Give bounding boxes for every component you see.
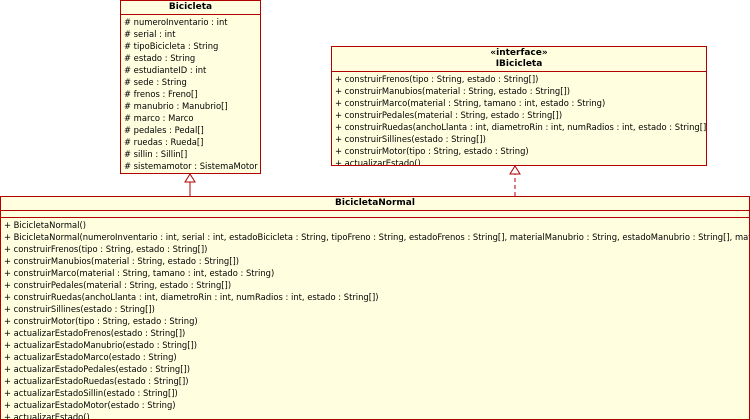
generalization-arrowhead — [184, 173, 196, 183]
operation-row: + actualizarEstado() — [4, 412, 90, 420]
interface-name: IBicicleta — [495, 59, 543, 69]
operation-row: + construirSillines(estado : String[]) — [335, 134, 486, 144]
attribute-list — [1, 211, 749, 218]
class-name: Bicicleta — [121, 1, 260, 15]
operation-row: + construirRuedas(anchoLlanta : int, dia… — [4, 292, 379, 302]
operation-row: + construirFrenos(tipo : String, estado … — [335, 74, 539, 84]
operation-row: + construirManubios(material : String, e… — [4, 256, 239, 266]
attribute-row: # sede : String — [124, 77, 187, 87]
operation-row: + BicicletaNormal(numeroInventario : int… — [4, 232, 750, 242]
operation-row: + construirPedales(material : String, es… — [335, 110, 563, 120]
operation-row: + actualizarEstadoMarco(estado : String) — [4, 352, 177, 362]
attribute-row: # frenos : Freno[] — [124, 89, 198, 99]
operation-row: + actualizarEstadoSillin(estado : String… — [4, 388, 178, 398]
attribute-row: # serial : int — [124, 29, 176, 39]
operation-row: + construirMotor(tipo : String, estado :… — [335, 146, 529, 156]
attribute-list: # numeroInventario : int # serial : int # … — [121, 15, 260, 173]
operation-row: + construirPedales(material : String, es… — [4, 280, 232, 290]
attribute-row: # estudianteID : int — [124, 65, 207, 75]
interface-header: «interface» IBicicleta — [332, 47, 706, 72]
operation-row: + construirMarco(material : String, tama… — [4, 268, 275, 278]
operation-list: + BicicletaNormal() + BicicletaNormal(num… — [1, 218, 750, 420]
attribute-row: # tipoBicicleta : String — [124, 41, 219, 51]
realization-arrowhead — [509, 165, 521, 175]
class-name: BicicletaNormal — [1, 197, 749, 211]
operation-row: + actualizarEstadoManubrio(estado : Stri… — [4, 340, 198, 350]
operation-row: + BicicletaNormal() — [4, 220, 87, 230]
attribute-row: # manubrio : Manubrio[] — [124, 101, 228, 111]
operation-row: + construirMarco(material : String, tama… — [335, 98, 606, 108]
operation-row: + actualizarEstado() — [335, 158, 421, 166]
attribute-row: # sillin : Sillin[] — [124, 149, 188, 159]
operation-row: + construirMotor(tipo : String, estado :… — [4, 316, 198, 326]
attribute-row: # sistemamotor : SistemaMotor — [124, 161, 258, 171]
interface-ibicicleta[interactable]: «interface» IBicicleta + construirFrenos… — [331, 46, 707, 166]
class-bicicleta[interactable]: Bicicleta # numeroInventario : int # seri… — [120, 0, 261, 174]
class-bicicleta-normal[interactable]: BicicletaNormal + BicicletaNormal()+ Bic… — [0, 196, 750, 420]
operation-row: + actualizarEstadoMotor(estado : String) — [4, 400, 176, 410]
operation-row: + construirFrenos(tipo : String, estado … — [4, 244, 208, 254]
attribute-row: # estado : String — [124, 53, 196, 63]
operation-row: + actualizarEstadoFrenos(estado : String… — [4, 328, 186, 338]
operation-row: + actualizarEstadoRuedas(estado : String… — [4, 376, 189, 386]
attribute-row: # pedales : Pedal[] — [124, 125, 204, 135]
attribute-row: # numeroInventario : int — [124, 17, 228, 27]
interface-stereotype: «interface» — [490, 48, 548, 58]
attribute-row: # ruedas : Rueda[] — [124, 137, 204, 147]
operation-row: + construirRuedas(anchoLlanta : int, dia… — [335, 122, 707, 132]
operation-row: + construirManubios(material : String, e… — [335, 86, 570, 96]
operation-list: + construirFrenos(tipo : String, estado … — [332, 72, 707, 166]
operation-row: + actualizarEstadoPedales(estado : Strin… — [4, 364, 191, 374]
attribute-row: # marco : Marco — [124, 113, 194, 123]
operation-row: + construirSillines(estado : String[]) — [4, 304, 155, 314]
